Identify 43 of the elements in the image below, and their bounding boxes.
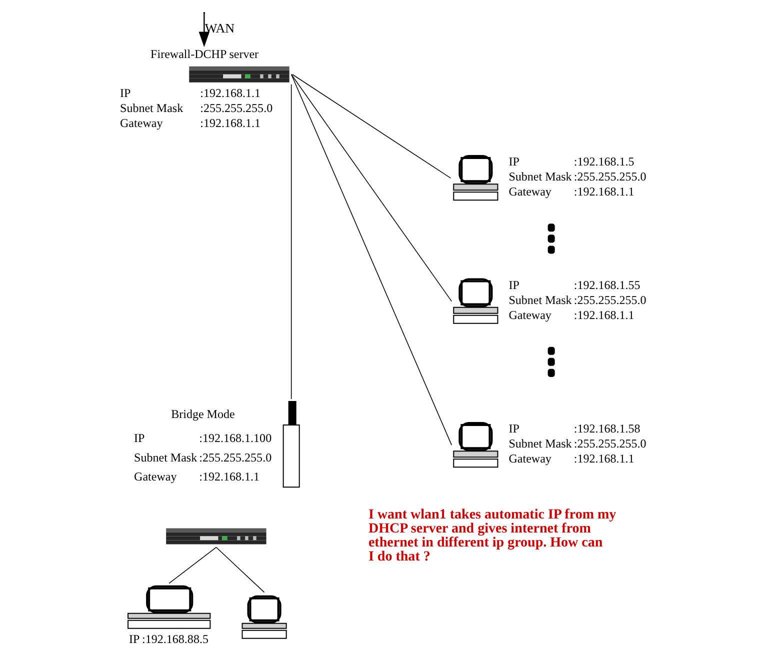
node-label: :192.168.1.55 bbox=[573, 278, 640, 292]
node-label: IP bbox=[508, 422, 519, 436]
node-label: Gateway bbox=[508, 452, 551, 466]
node-label: Gateway bbox=[120, 116, 162, 130]
node-label: IP bbox=[128, 632, 140, 646]
node-label: :255.255.255.0 bbox=[198, 450, 272, 465]
node-label: IP bbox=[508, 154, 519, 169]
node-label: :192.168.88.5 bbox=[142, 632, 208, 646]
node-label: :255.255.255.0 bbox=[200, 101, 272, 116]
node-label: IP bbox=[508, 278, 519, 292]
node-label: :192.168.1.1 bbox=[573, 184, 634, 199]
node-label: :192.168.1.1 bbox=[573, 308, 634, 322]
node-label: :255.255.255.0 bbox=[573, 292, 646, 307]
node-label: :255.255.255.0 bbox=[573, 436, 646, 451]
node-label: Subnet Mask bbox=[508, 292, 572, 307]
node-label: :192.168.1.1 bbox=[573, 452, 634, 466]
connector bbox=[290, 84, 292, 400]
node-label: Firewall-DCHP server bbox=[150, 46, 258, 61]
node-label: Bridge Mode bbox=[170, 407, 234, 422]
node-label: Subnet Mask bbox=[508, 170, 572, 184]
node-label: Gateway bbox=[134, 470, 176, 484]
node-label: IP bbox=[134, 431, 144, 446]
node-label: Subnet Mask bbox=[120, 101, 183, 116]
node-label: :192.168.1.100 bbox=[198, 431, 272, 446]
arrow bbox=[198, 13, 210, 48]
edge-label: WAN bbox=[204, 20, 234, 36]
node-label: :192.168.1.1 bbox=[200, 116, 260, 130]
connector bbox=[290, 74, 452, 446]
node-label: :255.255.255.0 bbox=[573, 170, 646, 184]
label: I want wlan1 takes automatic IP from my DHCP server and gives internet from ethernet in different ip group. How can I do that ? bbox=[368, 507, 616, 564]
node-label: :192.168.1.1 bbox=[198, 470, 260, 484]
node-label: IP bbox=[120, 86, 130, 100]
connector bbox=[215, 546, 264, 593]
node-label: :192.168.1.5 bbox=[573, 154, 634, 169]
node-label: Subnet Mask bbox=[508, 436, 572, 451]
connector bbox=[290, 74, 452, 302]
node-label: Gateway bbox=[508, 308, 551, 322]
node-label: :192.168.1.58 bbox=[573, 422, 640, 436]
connector bbox=[168, 546, 216, 584]
connector bbox=[291, 74, 451, 178]
node-label: Subnet Mask bbox=[134, 450, 197, 465]
node-label: :192.168.1.1 bbox=[200, 86, 260, 100]
node-label: Gateway bbox=[508, 184, 551, 199]
